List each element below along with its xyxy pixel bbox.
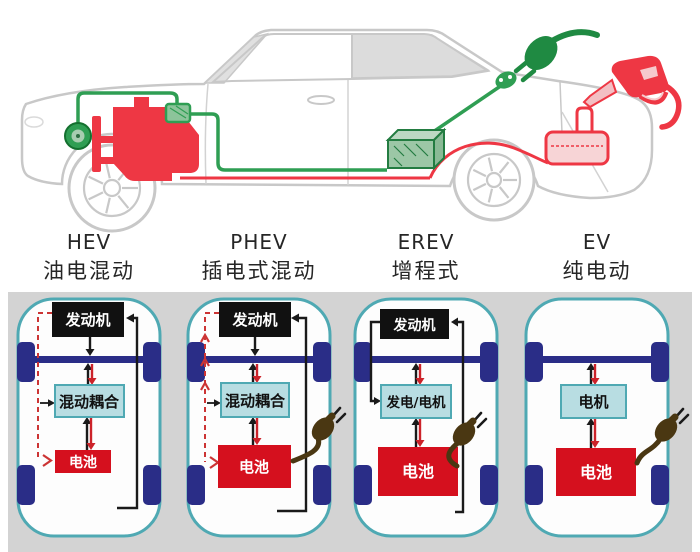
battery-box-label: 电池: [580, 463, 612, 482]
inverter-icon: [164, 102, 192, 124]
label-erev-acronym: EREV: [397, 230, 455, 254]
axle-coupler-arrows: [83, 363, 97, 385]
charging-plug-icon: [448, 413, 486, 469]
electric-power-lines: [76, 81, 506, 172]
engine-box: [380, 309, 449, 339]
panel-erev: 发动机 发电/电机 电池: [345, 292, 515, 552]
powertrain-panels-strip: 发动机 混动耦合 电池: [8, 292, 692, 552]
fuel-dashed-line: [200, 312, 221, 469]
coupler-box-label: 电机: [578, 393, 608, 411]
engine-box: [52, 302, 124, 337]
mechanical-loop-line: [117, 313, 139, 510]
label-phev: PHEV 插电式混动: [174, 229, 344, 286]
label-ev: EV 纯电动: [512, 229, 682, 286]
fuel-nozzle-icon: [582, 55, 682, 130]
battery-box-label: 电池: [69, 454, 97, 471]
axle-coupler-arrows: [248, 363, 262, 383]
panel-phev: 发动机 混动耦合 电池: [178, 292, 348, 552]
label-hev: HEV 油电混动: [4, 229, 174, 286]
battery-box-label: 电池: [402, 462, 434, 481]
battery-box: [55, 450, 111, 473]
coupler-box-label: 发电/电机: [386, 394, 446, 411]
axle-coupler-arrows: [586, 363, 600, 385]
motor-pulley-icon: [64, 122, 92, 150]
label-ev-name: 纯电动: [562, 259, 632, 283]
label-phev-acronym: PHEV: [230, 230, 288, 254]
coupler-box: [560, 384, 627, 419]
engine-to-axle-arrow: [250, 337, 260, 356]
label-ev-acronym: EV: [582, 230, 612, 254]
coupler-battery-arrows: [411, 418, 425, 447]
battery-box: [556, 448, 636, 496]
coupler-box-label: 混动耦合: [59, 393, 120, 411]
engine-box-label: 发动机: [393, 317, 436, 334]
charge-port-icon: [495, 71, 517, 89]
coupler-box: [220, 382, 290, 418]
hybrid-battery-icon: [385, 127, 447, 171]
plug-cord: [290, 435, 322, 464]
engine-to-axle-arrow: [85, 337, 95, 356]
label-phev-name: 插电式混动: [201, 259, 317, 283]
charging-plug-icon: [634, 409, 688, 466]
coupler-battery-arrows: [248, 417, 262, 445]
coupler-battery-arrows: [82, 417, 96, 450]
battery-box-label: 电池: [239, 458, 269, 476]
axle: [534, 356, 660, 363]
charge-cable: [432, 81, 506, 134]
wheels: [17, 342, 161, 505]
fuel-line: [180, 141, 549, 180]
axle-coupler-arrows: [411, 363, 425, 385]
mechanical-loop-line: [451, 317, 465, 514]
plug-cord: [634, 435, 664, 466]
charging-plug-icon: [513, 29, 600, 83]
rear-wheel-icon: [452, 138, 536, 222]
engine-to-generator-line: [369, 320, 381, 405]
coupler-battery-arrows: [586, 418, 600, 448]
vehicle-type-labels: HEV 油电混动 PHEV 插电式混动 EREV 增程式 EV 纯电动: [0, 229, 700, 291]
door-handle: [307, 95, 335, 105]
coupler-box: [380, 384, 452, 419]
coupler-box: [54, 384, 125, 418]
panel-hev: 发动机 混动耦合 电池: [8, 292, 178, 552]
panel-ev: 电机 电池: [516, 292, 686, 552]
mechanical-loop-line: [277, 313, 308, 513]
engine-box-label: 发动机: [231, 311, 277, 329]
fuel-dashed-line: [37, 312, 55, 467]
engine-box-label: 发动机: [64, 311, 110, 329]
engine-box: [219, 302, 291, 337]
label-erev: EREV 增程式: [341, 229, 511, 286]
label-erev-name: 增程式: [391, 259, 461, 283]
label-hev-name: 油电混动: [43, 259, 135, 283]
label-hev-acronym: HEV: [66, 230, 112, 254]
axle: [363, 356, 489, 363]
fuel-tank-icon: [544, 106, 610, 166]
car-windows: [203, 32, 491, 105]
battery-box: [218, 445, 291, 488]
battery-box: [378, 447, 458, 496]
charging-plug-icon: [290, 408, 345, 464]
wheels: [354, 342, 498, 505]
car-illustration: [20, 28, 682, 233]
axle: [26, 356, 152, 363]
axle: [196, 356, 322, 363]
coupler-box-label: 混动耦合: [225, 392, 286, 410]
